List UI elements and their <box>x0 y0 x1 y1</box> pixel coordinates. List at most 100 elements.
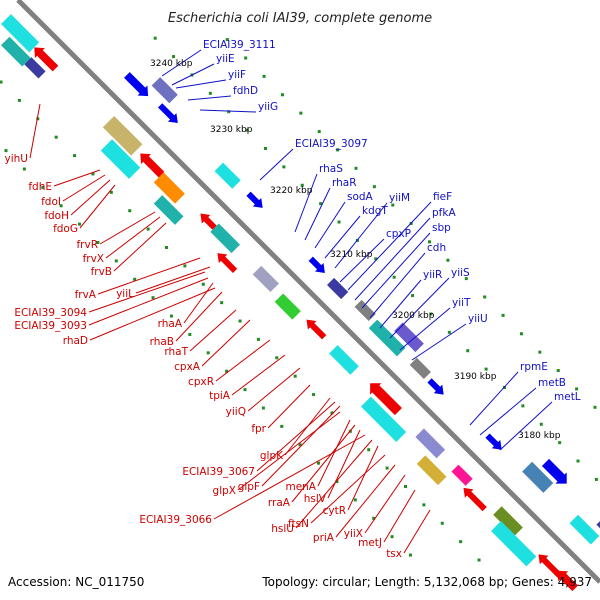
reverse-gene-label[interactable]: metJ <box>358 537 382 549</box>
reverse-gene-label[interactable]: fdoG <box>53 223 78 235</box>
gc-tick <box>169 314 173 318</box>
gc-tick <box>337 220 341 224</box>
reverse-gene-label[interactable]: hslV <box>304 493 327 505</box>
position-marker: 3240 kbp <box>150 59 193 69</box>
leader-line <box>403 509 431 554</box>
gc-tick <box>227 110 231 114</box>
reverse-gene-label[interactable]: rhaD <box>63 335 88 347</box>
leader-line <box>175 79 227 89</box>
feature-block <box>368 319 406 357</box>
reverse-gene-label[interactable]: ECIAI39_3094 <box>14 307 87 319</box>
forward-gene-label[interactable]: metL <box>554 391 581 403</box>
forward-gene-label[interactable]: kdgT <box>362 205 388 217</box>
reverse-gene-label[interactable]: tsx <box>386 548 402 560</box>
gc-tick <box>483 295 487 299</box>
reverse-gene-label[interactable]: yiiQ <box>226 406 246 418</box>
feature-block <box>491 521 537 567</box>
feature-block <box>493 506 523 536</box>
reverse-gene-label[interactable]: fdoI <box>41 196 61 208</box>
forward-gene-label[interactable]: yiiT <box>452 297 471 309</box>
forward-gene-label[interactable]: yiiG <box>258 101 278 113</box>
gc-tick <box>558 441 562 445</box>
reverse-gene-label[interactable]: fdhE <box>28 181 52 193</box>
reverse-gene-label[interactable]: fdoH <box>44 210 69 222</box>
forward-gene-label[interactable]: rhaR <box>332 177 357 189</box>
gc-tick <box>293 374 297 378</box>
reverse-gene-label[interactable]: cytR <box>323 505 346 517</box>
forward-gene-label[interactable]: ECIAI39_3097 <box>295 138 368 150</box>
reverse-gene-label[interactable]: glpK <box>260 450 284 462</box>
gc-tick <box>539 422 543 426</box>
feature-block <box>1 14 40 53</box>
leader-line <box>364 474 406 534</box>
reverse-gene-label[interactable]: ECIAI39_3067 <box>182 466 255 478</box>
forward-gene-label[interactable]: yiiS <box>451 267 470 279</box>
leader-line <box>361 232 431 309</box>
reverse-gene-label[interactable]: rhaB <box>150 336 174 348</box>
leader-line <box>99 211 156 245</box>
gc-tick <box>225 38 229 42</box>
reverse-gene-label[interactable]: rraA <box>268 497 291 509</box>
forward-gene-label[interactable]: sodA <box>347 191 374 203</box>
forward-gene-label[interactable]: yiiM <box>389 192 410 204</box>
gc-tick <box>464 277 468 281</box>
reverse-gene-label[interactable]: yiiL <box>116 288 134 300</box>
reverse-gene-label[interactable]: hslU <box>271 523 294 535</box>
reverse-gene-label[interactable]: yihU <box>5 153 28 165</box>
reverse-gene-label[interactable]: priA <box>313 532 335 544</box>
forward-gene-label[interactable]: rhaS <box>319 163 343 175</box>
reverse-gene-label[interactable]: glpX <box>213 485 236 497</box>
feature-block <box>153 172 185 204</box>
reverse-gene-label[interactable]: rhaT <box>164 346 188 358</box>
position-marker: 3200 kbp <box>392 311 435 321</box>
reverse-gene-label[interactable]: yiiX <box>344 528 363 540</box>
gc-tick <box>282 165 286 169</box>
position-marker: 3230 kbp <box>210 125 253 135</box>
forward-gene-label[interactable]: metB <box>538 377 566 389</box>
reverse-gene-label[interactable]: ECIAI39_3066 <box>139 514 212 526</box>
reverse-gene-label[interactable]: frvA <box>75 289 97 301</box>
label-leader-lines <box>29 49 553 554</box>
reverse-gene-label[interactable]: rhaA <box>158 318 183 330</box>
reverse-gene-label[interactable]: menA <box>285 481 316 493</box>
reverse-gene-label[interactable]: cpxA <box>174 361 201 373</box>
gc-tick <box>22 167 26 171</box>
forward-gene-label[interactable]: cdh <box>427 242 446 254</box>
reverse-gene-label[interactable]: ftsN <box>288 518 309 530</box>
feature-block <box>246 191 263 208</box>
gc-tick <box>164 245 168 249</box>
feature-block <box>538 554 562 578</box>
reverse-gene-label[interactable]: frvR <box>76 239 98 251</box>
reverse-gene-label[interactable]: glpF <box>238 481 260 493</box>
leader-line <box>161 49 202 77</box>
reverse-gene-label[interactable]: tpiA <box>209 390 231 402</box>
gc-tick <box>59 204 63 208</box>
feature-block <box>451 464 473 486</box>
gc-tick <box>385 466 389 470</box>
forward-gene-label[interactable]: pfkA <box>432 207 456 219</box>
forward-gene-label[interactable]: sbp <box>432 222 451 234</box>
reverse-gene-label[interactable]: ECIAI39_3093 <box>14 320 87 332</box>
forward-gene-label[interactable]: yiiE <box>216 53 235 65</box>
reverse-gene-label[interactable]: cpxR <box>188 376 214 388</box>
forward-gene-label[interactable]: yiiU <box>468 313 488 325</box>
forward-gene-label[interactable]: yiiR <box>423 269 442 281</box>
leader-line <box>88 271 206 313</box>
forward-gene-label[interactable]: rpmE <box>520 361 548 373</box>
leader-line <box>171 63 215 86</box>
forward-gene-label[interactable]: ECIAI39_3111 <box>203 39 276 51</box>
gc-tick <box>146 227 150 231</box>
forward-gene-label[interactable]: fieF <box>433 191 452 203</box>
forward-gene-label[interactable]: yiiF <box>228 69 246 81</box>
forward-gene-label[interactable]: fdhD <box>233 85 258 97</box>
gc-tick <box>556 369 560 373</box>
forward-gene-label[interactable]: cpxP <box>386 228 411 240</box>
gc-tick <box>336 148 340 152</box>
reverse-gene-label[interactable]: frvX <box>83 253 104 265</box>
reverse-gene-label[interactable]: fpr <box>251 423 266 435</box>
feature-block <box>252 265 279 293</box>
reverse-gene-label[interactable]: frvB <box>91 266 112 278</box>
leader-line <box>267 384 311 429</box>
leader-line <box>29 103 41 159</box>
